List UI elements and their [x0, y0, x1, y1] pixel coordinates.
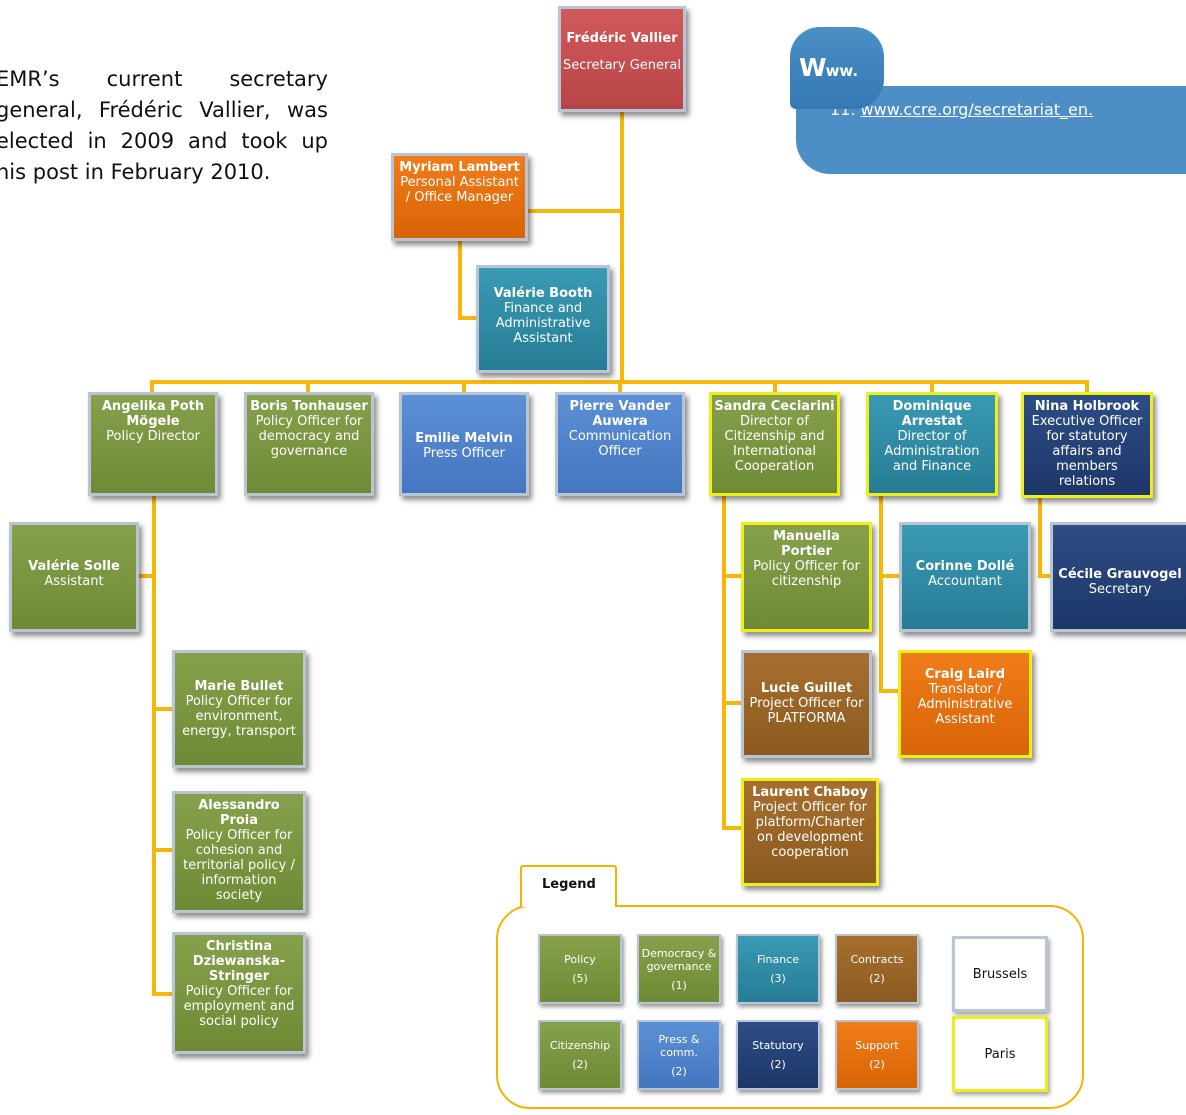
person-role: Project Officer for platform/Charter on … — [753, 800, 867, 860]
person-name: Marie Bullet — [194, 679, 284, 694]
legend-swatch-democracy-governance: Democracy & governance (1) — [637, 934, 721, 1004]
person-name: Christina Dziewanska-Stringer — [192, 939, 286, 984]
person-role: Secretary General — [563, 58, 681, 73]
person-role: Press Officer — [423, 446, 505, 461]
person-role: Executive Officer for statutory affairs … — [1031, 414, 1143, 489]
legend-label: Citizenship — [549, 1039, 611, 1052]
person-role: Policy Officer for environment, energy, … — [182, 694, 296, 739]
person-role: Communication Officer — [568, 429, 672, 459]
legend-label: Democracy & governance — [641, 946, 717, 973]
legend-swatch-statutory: Statutory (2) — [736, 1020, 820, 1090]
person-role: Secretary — [1088, 582, 1152, 597]
legend-count: (2) — [572, 1058, 588, 1071]
person-role: Director of Administration and Finance — [884, 429, 980, 474]
legend-label: Press & comm. — [658, 1032, 700, 1059]
person-role: Assistant — [44, 574, 104, 589]
person-name: Nina Holbrook — [1034, 399, 1140, 414]
www-icon: Www. — [790, 27, 884, 109]
person-name: Manuella Portier — [773, 529, 840, 559]
web-reference-link[interactable]: www.ccre.org/secretariat_en. — [860, 100, 1094, 119]
person-role: Personal Assistant / Office Manager — [400, 175, 519, 205]
legend-title: Legend — [520, 865, 617, 907]
person-role: Policy Officer for citizenship — [753, 559, 860, 589]
person-name: Frédéric Vallier — [566, 31, 678, 46]
person-name: Cécile Grauvogel — [1058, 567, 1182, 582]
legend-swatch-press-comm: Press & comm. (2) — [637, 1020, 721, 1090]
person-name: Myriam Lambert — [399, 160, 520, 175]
person-name: Angelika Poth Mögele — [101, 399, 205, 429]
person-role: Policy Officer for employment and social… — [183, 984, 295, 1029]
legend-count: (3) — [770, 972, 786, 985]
person-name: Craig Laird — [924, 667, 1006, 682]
person-name: Boris Tonhauser — [250, 399, 368, 414]
legend-count: (2) — [770, 1058, 786, 1071]
person-name: Alessandro Proia — [198, 798, 280, 828]
person-name: Pierre Vander Auwera — [569, 399, 671, 429]
person-role: Policy Officer for cohesion and territor… — [183, 828, 295, 903]
person-name: Laurent Chaboy — [752, 785, 868, 800]
person-role: Finance and Administrative Assistant — [495, 301, 591, 346]
person-name: Valérie Solle — [28, 559, 120, 574]
person-role: Project Officer for PLATFORMA — [749, 696, 864, 726]
person-name: Emilie Melvin — [415, 431, 513, 446]
person-role: Policy Officer for democracy and governa… — [255, 414, 363, 459]
person-name: Lucie Guillet — [760, 681, 853, 696]
legend-location-paris: Paris — [952, 1016, 1048, 1092]
intro-paragraph: EMR’s current secretary general, Frédéri… — [0, 67, 328, 184]
legend-count: (1) — [671, 978, 687, 992]
legend-label: Finance — [756, 953, 800, 966]
legend-label: Policy — [564, 953, 596, 966]
person-name: Corinne Dollé — [915, 559, 1015, 574]
legend-swatch-citizenship: Citizenship (2) — [538, 1020, 622, 1090]
legend-swatch-policy: Policy (5) — [538, 934, 622, 1004]
person-role: Translator / Administrative Assistant — [917, 682, 1013, 727]
legend-label: Support — [855, 1039, 899, 1052]
legend-location-brussels: Brussels — [952, 936, 1048, 1012]
person-role: Accountant — [928, 574, 1002, 589]
legend-label: Statutory — [752, 1039, 804, 1052]
legend-swatch-contracts: Contracts (2) — [835, 934, 919, 1004]
legend-swatch-finance: Finance (3) — [736, 934, 820, 1004]
legend-label: Contracts — [850, 953, 904, 966]
legend-swatch-support: Support (2) — [835, 1020, 919, 1090]
legend-count: (2) — [671, 1064, 687, 1078]
legend-count: (2) — [869, 1058, 885, 1071]
person-name: Dominique Arrestat — [892, 399, 972, 429]
person-name: Sandra Ceciarini — [714, 399, 835, 414]
legend-count: (5) — [572, 972, 588, 985]
person-role: Director of Citizenship and Internationa… — [724, 414, 825, 474]
legend-count: (2) — [869, 972, 885, 985]
person-role: Policy Director — [106, 429, 200, 444]
person-name: Valérie Booth — [493, 286, 593, 301]
